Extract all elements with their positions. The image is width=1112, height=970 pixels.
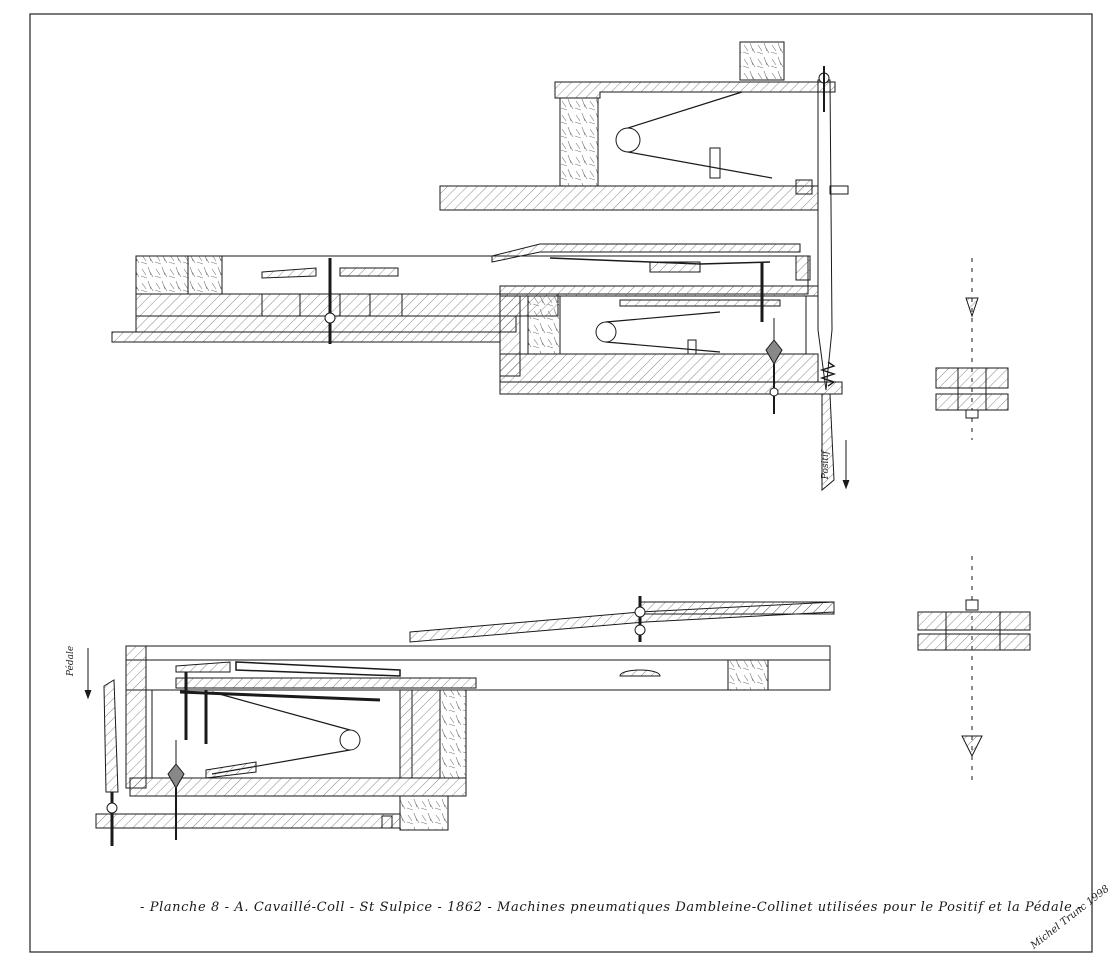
pedale-label: Pédale [66,645,77,677]
positif-vertical-post [559,97,599,187]
positif-sloped-lever [491,243,801,263]
positif-machine [111,41,850,492]
positif-top-block [739,41,785,81]
positif-label: Positif [821,450,832,480]
positif-main-rod [817,79,833,391]
plate-caption: - Planche 8 - A. Cavaillé-Coll - St Sulp… [140,900,1083,915]
pedale-chest-top [125,645,831,661]
positif-lower-base [499,353,819,383]
positif-lower-box [499,285,819,297]
pedale-valve-detail [917,556,1031,780]
positif-windchest-top [135,255,223,295]
positif-middle-board [135,293,559,317]
pedale-pulley [339,729,361,751]
sheet-border [29,13,1093,953]
positif-lower-box-wood [527,295,561,355]
pedale-left-frame [125,645,147,789]
positif-lower-pulley [595,321,617,343]
positif-top-lever [554,81,836,99]
pedale-machine [84,596,835,846]
positif-pulley [615,127,641,153]
pedale-bottom-rail [95,813,401,829]
pedale-inner-box [151,689,413,779]
positif-base-board [439,185,819,211]
pedale-trace-rod [103,679,119,793]
positif-bottom-rail [111,331,501,343]
pedale-base [129,777,467,797]
positif-valve-detail [935,258,1009,440]
pedale-right-blocks [399,689,441,779]
